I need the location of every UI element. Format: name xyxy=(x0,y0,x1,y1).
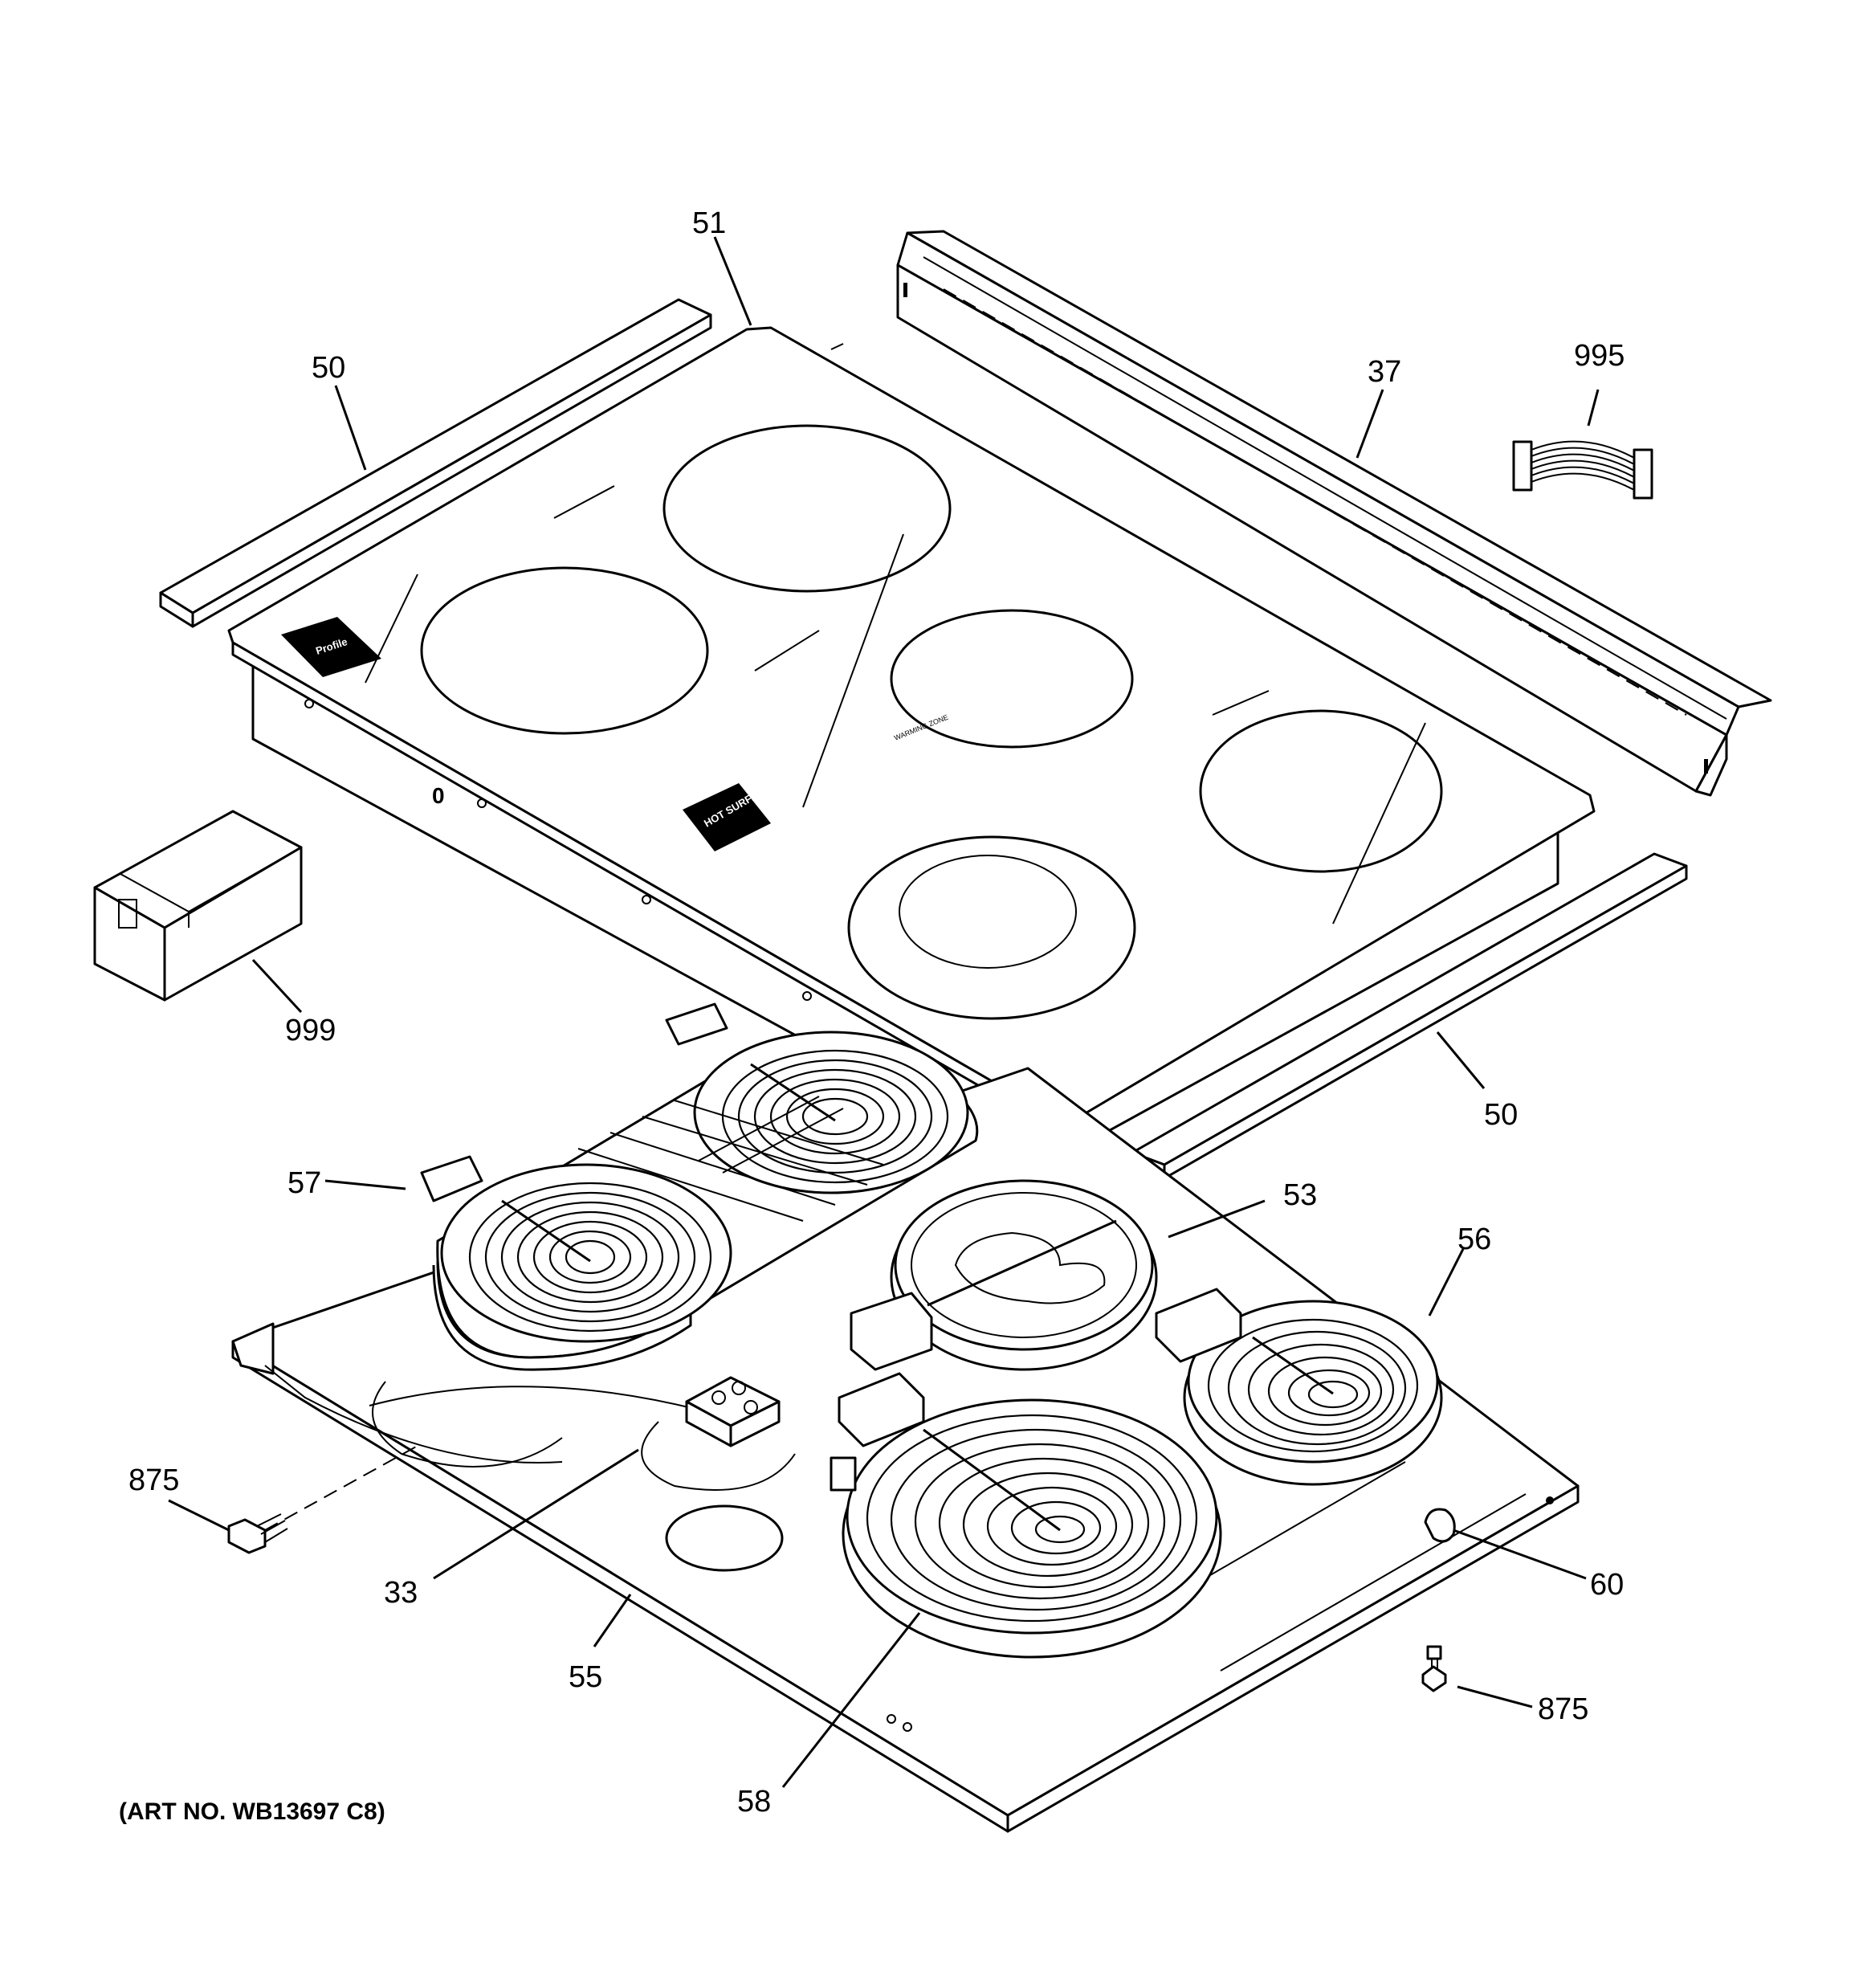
callout-995: 995 xyxy=(1574,339,1625,373)
callout-56: 56 xyxy=(1457,1223,1491,1256)
callout-37: 37 xyxy=(1368,355,1401,389)
leader-lines xyxy=(168,236,1600,1788)
callout-50-right: 50 xyxy=(1484,1098,1518,1132)
callout-60: 60 xyxy=(1590,1568,1624,1602)
callout-875-left: 875 xyxy=(128,1463,179,1497)
callout-58: 58 xyxy=(737,1785,771,1819)
callout-numbers: 51 50 37 995 999 50 57 53 56 875 33 55 6… xyxy=(128,206,1625,1819)
rear-rail-part xyxy=(896,230,1772,797)
callout-51: 51 xyxy=(692,206,726,240)
callout-33: 33 xyxy=(384,1576,418,1610)
terminal-block-part xyxy=(685,1376,781,1447)
callout-999: 999 xyxy=(285,1014,336,1047)
callout-50-left: 50 xyxy=(312,351,345,385)
screw-right-part xyxy=(1421,1645,1447,1692)
art-number: (ART NO. WB13697 C8) xyxy=(119,1798,385,1825)
trim-strip-left-part xyxy=(159,298,712,628)
glass-cooktop-part: Profile HOT SURFACE WARMING ZONE 0 xyxy=(227,326,1596,1170)
clip-part xyxy=(1424,1508,1456,1543)
callout-875-right: 875 xyxy=(1538,1692,1588,1726)
callout-57: 57 xyxy=(287,1166,321,1200)
large-element-part xyxy=(830,1372,1222,1659)
coil-right xyxy=(721,1049,949,1184)
dual-radiant-element-part xyxy=(420,1002,979,1371)
screw-left-part xyxy=(227,1513,288,1554)
small-element-part xyxy=(1155,1288,1443,1486)
coil-left xyxy=(468,1182,712,1333)
svg-text:0: 0 xyxy=(432,783,445,808)
wire-harness-part xyxy=(1512,440,1653,500)
package-box-part xyxy=(93,810,303,1002)
warming-grid xyxy=(577,1096,884,1222)
callout-53: 53 xyxy=(1283,1178,1317,1212)
callout-55: 55 xyxy=(569,1660,602,1694)
bridge-element-part xyxy=(850,1179,1158,1371)
